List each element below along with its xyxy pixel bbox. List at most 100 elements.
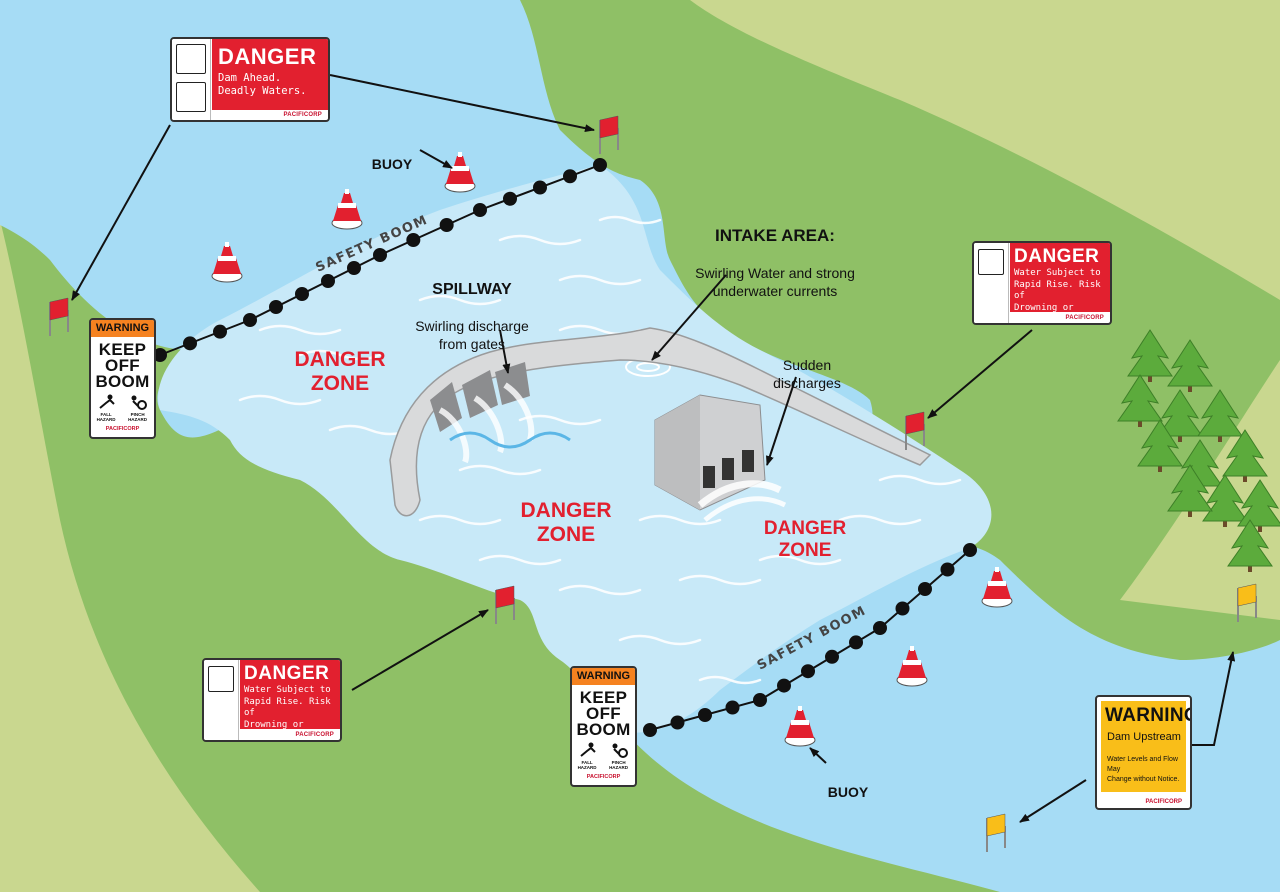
warning-header: WARNING (1105, 705, 1192, 726)
danger-message: Water Subject to Rapid Rise. Risk of Dro… (244, 685, 331, 741)
boom-float (295, 287, 309, 301)
arrow-rise-sign-to-bottom-flag (351, 609, 489, 691)
boom-float (801, 664, 815, 679)
boom-float (918, 582, 932, 596)
hazard-captions: FALL HAZARD PINCH HAZARD (572, 760, 635, 770)
boom-float (269, 300, 283, 314)
boom-float (406, 233, 421, 247)
boom-float (503, 191, 517, 206)
flag-icon (49, 297, 69, 336)
warning-sign-keep-off-boom-bottom: WARNING KEEP OFF BOOM FALL HAZARD PINCH … (570, 666, 637, 787)
tree-icon (1237, 479, 1280, 532)
intake-area-description: Swirling Water and strong underwater cur… (695, 265, 855, 299)
boom-float (473, 203, 487, 217)
flag-icon (599, 115, 619, 154)
tree-icon (1222, 429, 1268, 482)
warning-subtitle: Dam Upstream (1107, 731, 1181, 743)
boom-float (963, 543, 977, 557)
fall-hazard-caption: FALL HAZARD (96, 412, 116, 422)
intake-area-title: INTAKE AREA: (715, 226, 835, 245)
arrow-buoy-label-bottom (809, 747, 827, 764)
sudden-discharges-label: Sudden discharges (762, 338, 852, 410)
tree-icon (1127, 329, 1173, 382)
warning-header: WARNING (91, 320, 154, 337)
pointer-arrows (71, 74, 1236, 823)
boom-float (563, 169, 577, 184)
tree-icon (1137, 419, 1183, 472)
danger-message: Dam Ahead. Deadly Waters. (218, 72, 307, 97)
arrow-sudden (766, 376, 797, 466)
rise-pictogram-panel (974, 243, 1009, 323)
buoy-icon (896, 646, 928, 687)
tree-icon (1167, 464, 1213, 517)
hazard-icons (572, 742, 635, 758)
danger-zone-right: DANGER ZONE (763, 518, 847, 561)
buoy-icon (981, 567, 1013, 608)
arrow-rise-sign-to-flag (927, 329, 1033, 419)
pinch-hazard-icon (129, 394, 148, 410)
boom-float (593, 158, 607, 172)
safety-boom-upstream (153, 158, 607, 362)
arrow-intake (651, 274, 727, 361)
spillway-title: SPILLWAY (432, 281, 512, 298)
boom-float (153, 348, 167, 362)
brand-logo: PACIFICORP (586, 774, 621, 780)
boom-float (670, 715, 685, 730)
boom-float (895, 601, 910, 616)
boom-float (725, 700, 740, 715)
boom-float (643, 723, 657, 737)
waterfall-icon (176, 44, 206, 74)
buoy-icon (784, 706, 816, 747)
danger-header: DANGER (244, 663, 330, 684)
spillway-label: SPILLWAY Swirling discharge from gates (402, 263, 542, 371)
boom-float (373, 248, 387, 262)
flag-icon (905, 411, 925, 450)
danger-sign-rapid-rise-bottom: DANGER Water Subject to Rapid Rise. Risk… (202, 658, 342, 742)
safety-boom-downstream (643, 543, 977, 737)
tree-icon (1167, 339, 1213, 392)
boom-float (213, 324, 227, 339)
buoys (211, 152, 1013, 747)
buoy-label-top: BUOY (362, 140, 422, 172)
boom-float (825, 649, 839, 664)
danger-panel: DANGER Water Subject to Rapid Rise. Risk… (240, 660, 340, 740)
boom-float (873, 621, 887, 635)
boom-float (533, 180, 547, 195)
warning-note: Water Levels and Flow May Change without… (1107, 756, 1180, 783)
hazard-icons (91, 394, 154, 410)
forest (1117, 329, 1280, 572)
flag-icon (1237, 583, 1257, 622)
fall-hazard-caption: FALL HAZARD (577, 760, 597, 770)
buoy-label-bottom: BUOY (818, 768, 878, 800)
boom-float (347, 261, 361, 275)
fall-hazard-icon (98, 394, 116, 410)
danger-panel: DANGER Dam Ahead. Deadly Waters. (212, 39, 328, 110)
buoy-label-top-text: BUOY (371, 156, 413, 172)
pinch-hazard-icon (610, 742, 629, 758)
brand-logo: PACIFICORP (105, 426, 140, 432)
warning-yellow-panel: WARNING Dam Upstream Water Levels and Fl… (1101, 701, 1192, 792)
boom-float (849, 635, 863, 650)
powerhouse (654, 394, 787, 522)
boom-float (777, 678, 791, 693)
spillway-description: Swirling discharge from gates (415, 318, 529, 352)
arrow-upstream-sign-to-flag (1019, 779, 1087, 823)
boom-float (183, 336, 197, 351)
fall-hazard-icon (579, 742, 597, 758)
danger-header: DANGER (1014, 246, 1100, 267)
buoy-icon (444, 152, 476, 193)
light-grass-top-right (690, 0, 1280, 300)
tree-icon (1202, 474, 1248, 527)
boom-float (753, 693, 767, 707)
arrow-spillway (499, 329, 511, 374)
danger-panel: DANGER Water Subject to Rapid Rise. Risk… (1010, 243, 1110, 323)
danger-sign-rapid-rise-right: DANGER Water Subject to Rapid Rise. Risk… (972, 241, 1112, 325)
flag-icon (495, 585, 515, 624)
light-grass-left (0, 220, 260, 892)
pinch-hazard-caption: PINCH HAZARD (609, 760, 629, 770)
drowning-icon (176, 82, 206, 112)
brand-logo: PACIFICORP (1145, 799, 1182, 805)
boom-float (321, 274, 335, 288)
rising-water-icon (978, 249, 1004, 275)
